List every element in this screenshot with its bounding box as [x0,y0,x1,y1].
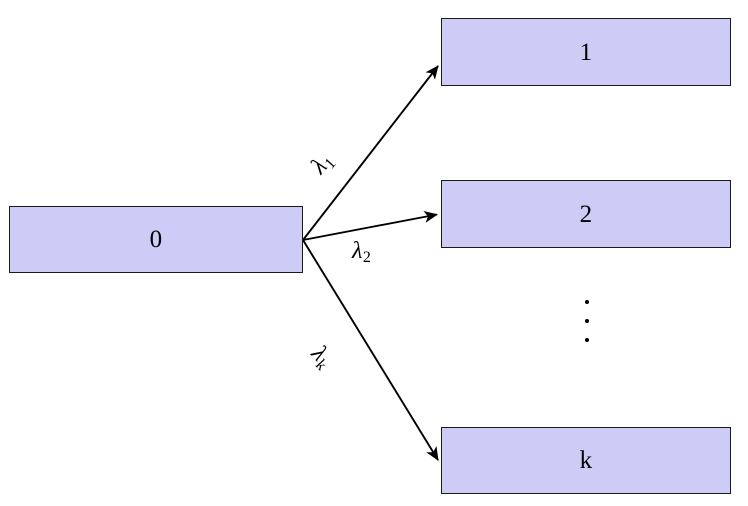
ellipsis-dot [584,300,589,304]
edge-label-lambda-2: λ2 [352,238,371,267]
edge-source-to-2 [302,210,438,241]
node-target-2-label: 2 [579,200,593,228]
lambda-symbol-2: λ [352,238,363,264]
vertical-ellipsis-icon [584,300,589,342]
ellipsis-dot [584,338,589,342]
node-target-1-label: 1 [579,38,593,66]
node-target-k-label: k [579,447,593,474]
node-target-k[interactable]: k [441,427,731,494]
lambda-subscript-2: 2 [362,249,371,267]
ellipsis-dot [584,319,589,323]
edge-source-to-k [302,239,439,461]
node-target-2[interactable]: 2 [441,180,731,248]
node-target-1[interactable]: 1 [441,18,731,86]
node-source-0-label: 0 [149,226,163,253]
edge-source-to-1 [302,65,439,241]
node-source-0[interactable]: 0 [9,206,303,273]
